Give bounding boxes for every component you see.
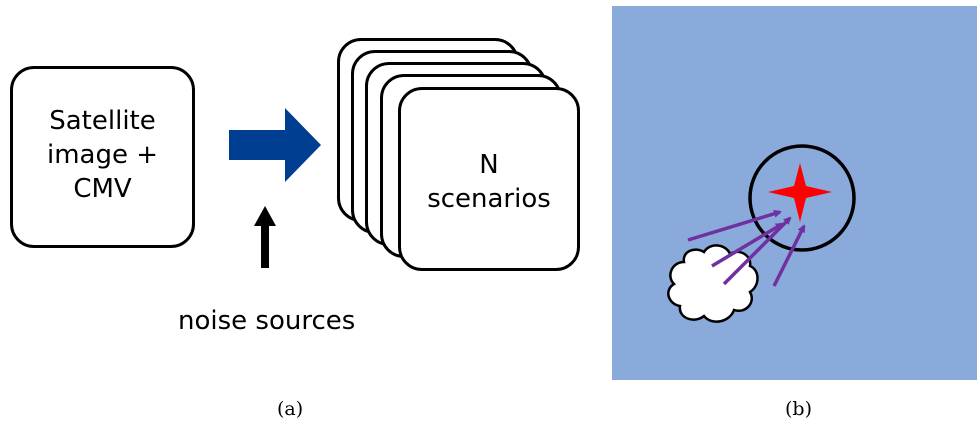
input-box-line3: CMV	[73, 174, 132, 204]
caption-a: (a)	[277, 398, 304, 420]
input-box	[10, 66, 195, 248]
input-box-line2: image +	[46, 140, 159, 170]
motion-vector-4	[772, 224, 806, 287]
output-box-text: N scenarios	[398, 148, 580, 216]
motion-vector-2	[711, 222, 784, 268]
motion-vector-1	[687, 209, 782, 242]
noise-arrow-head	[254, 206, 276, 226]
output-box-line2: scenarios	[427, 184, 551, 214]
red-star	[768, 163, 832, 222]
input-box-line1: Satellite	[49, 106, 156, 136]
big-blue-arrow	[229, 108, 321, 182]
input-box-text: Satellite image + CMV	[10, 104, 195, 206]
output-box-line1: N	[479, 150, 499, 180]
noise-arrow-shaft	[261, 222, 269, 268]
caption-b: (b)	[785, 398, 812, 420]
cloud-icon	[667, 244, 759, 323]
noise-sources-label: noise sources	[178, 306, 356, 336]
output-box	[398, 87, 580, 271]
motion-vector-3	[722, 216, 792, 286]
target-circle	[748, 144, 856, 252]
